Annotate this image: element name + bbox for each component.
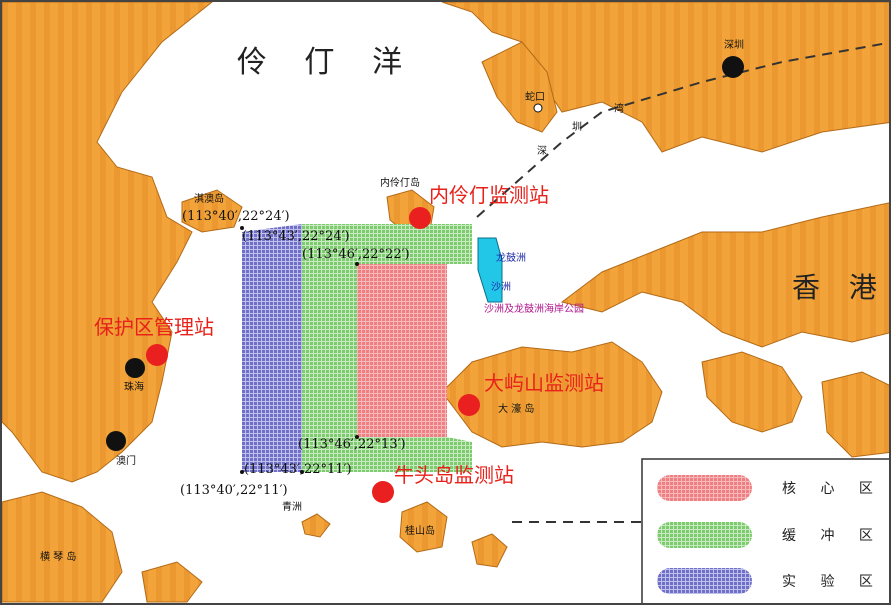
corner-dot — [240, 470, 244, 474]
station-neilingding-marker[interactable] — [409, 207, 431, 229]
land-small-sw — [141, 561, 203, 603]
label-station-reserve: 保护区管理站 — [94, 315, 214, 339]
label-shekou: 蛇口 — [525, 90, 545, 103]
label-shazhou: 沙洲 — [491, 281, 511, 293]
label-station-neilingding: 内伶仃监测站 — [429, 183, 549, 207]
label-macau: 澳门 — [116, 454, 136, 467]
label-hengqin: 横 琴 岛 — [40, 550, 76, 563]
city-zhuhai-marker[interactable] — [125, 358, 145, 378]
land-hongkong — [560, 202, 889, 348]
corner-dot — [355, 435, 359, 439]
legend-label-core: 核 心 区 — [782, 481, 883, 497]
land-hk-islands-east — [701, 351, 803, 433]
zone-experimental — [242, 224, 302, 472]
marine-park-area — [477, 237, 503, 303]
coord-core-sw: (113°46′,22°13′) — [298, 437, 406, 452]
land-hk-islands-far-east — [821, 371, 889, 458]
city-macau-marker[interactable] — [106, 431, 126, 451]
shekou-marker[interactable] — [533, 103, 543, 113]
coord-sw-outer: (113°40′,22°11′) — [180, 483, 288, 498]
corner-dot — [355, 262, 359, 266]
station-dayushan-marker[interactable] — [458, 394, 480, 416]
label-station-niutoudao: 牛头岛监测站 — [394, 463, 514, 487]
label-bay-2: 圳 — [572, 121, 582, 133]
legend-label-experimental: 实 验 区 — [782, 574, 883, 590]
land-northeast — [441, 2, 889, 153]
label-qingzhou: 青洲 — [282, 500, 302, 513]
label-bay-1: 深 — [537, 145, 547, 157]
sea-name: 伶 仃 洋 — [237, 45, 416, 80]
corner-dot — [240, 226, 244, 230]
coord-core-nw: (113°46′,22°22′) — [302, 247, 410, 262]
legend-swatch-buffer — [657, 522, 752, 548]
legend-swatch-experimental — [657, 568, 752, 594]
legend-swatch-core — [657, 475, 752, 501]
coord-nw-inner: (113°43′,22°24′) — [242, 229, 350, 244]
hk-name: 香 港 — [792, 271, 887, 304]
coord-sw-inner: (113°43′,22°11′) — [244, 462, 352, 477]
coord-nw-outer: (113°40′,22°24′) — [182, 209, 290, 224]
label-park: 沙洲及龙鼓洲海岸公园 — [484, 302, 584, 315]
label-qiao: 淇澳岛 — [194, 192, 224, 205]
land-small-south-2 — [301, 513, 331, 538]
land-qiao-island — [181, 189, 243, 233]
station-reserve-marker[interactable] — [146, 344, 168, 366]
land-guishan-island — [399, 501, 448, 553]
label-station-dayushan: 大屿山监测站 — [484, 371, 604, 395]
zone-core — [357, 264, 447, 437]
boundary-dashed-north — [476, 41, 889, 218]
label-zhuhai: 珠海 — [124, 380, 144, 393]
land-small-south-1 — [471, 533, 508, 568]
label-bay-3: 湾 — [614, 102, 624, 115]
label-shenzhen: 深圳 — [724, 39, 744, 51]
city-shenzhen-marker[interactable] — [722, 56, 744, 78]
label-dahao: 大 濠 岛 — [498, 402, 534, 415]
legend-label-buffer: 缓 冲 区 — [782, 528, 883, 544]
label-guishan: 桂山岛 — [405, 524, 435, 537]
corner-dot — [300, 470, 304, 474]
land-hengqin-island — [2, 491, 123, 603]
station-niutoudao-marker[interactable] — [372, 481, 394, 503]
label-neilingding: 内伶仃岛 — [380, 176, 420, 189]
label-longgu: 龙鼓洲 — [496, 251, 526, 264]
land-lantau-island — [441, 341, 663, 448]
